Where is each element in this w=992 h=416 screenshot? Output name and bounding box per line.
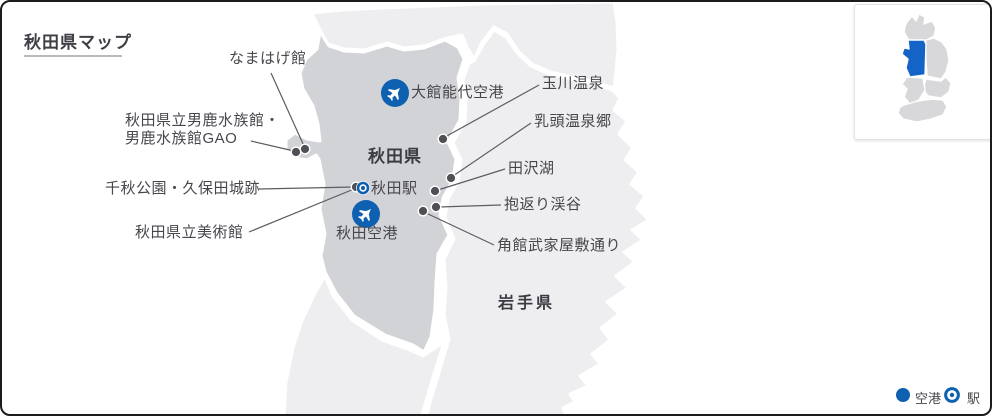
legend-station-icon <box>944 387 960 403</box>
poi-label-museum: 秋田県立美術館 <box>135 224 244 241</box>
connector-line <box>444 84 540 138</box>
poi-label-senshu: 千秋公園・久保田城跡 <box>105 180 261 197</box>
inset-locator-card <box>854 4 990 140</box>
odate-airport-label: 大館能代空港 <box>411 84 505 101</box>
poi-dot <box>445 172 457 184</box>
poi-dot <box>417 205 429 217</box>
akita-shape <box>284 30 466 354</box>
poi-label-aquarium-1: 秋田県立男鹿水族館・ <box>125 112 281 129</box>
connector-line <box>250 140 295 152</box>
connector-line <box>437 168 506 191</box>
legend-airport-icon <box>896 388 910 402</box>
poi-dot <box>430 201 442 213</box>
connector-line <box>270 72 305 147</box>
akita-airport-icon <box>352 200 380 228</box>
poi-dot <box>290 146 302 158</box>
inset-akita-highlight-shape <box>901 39 927 78</box>
inset-aomori-shape <box>903 13 937 43</box>
poi-dot <box>299 143 311 155</box>
poi-label-tamagawa: 玉川温泉 <box>542 75 605 92</box>
page-title: 秋田県マップ <box>24 33 132 52</box>
poi-label-dakigaeri: 抱返り渓谷 <box>504 196 582 213</box>
inset-tohoku-map <box>897 13 952 123</box>
inset-fukushima-shape <box>897 98 948 123</box>
odate-airport-icon <box>381 79 409 107</box>
poi-label-tazawa: 田沢湖 <box>508 160 555 177</box>
akita-station-label: 秋田駅 <box>371 180 418 197</box>
connector-line <box>248 188 355 233</box>
poi-label-nyuto: 乳頭温泉郷 <box>534 113 612 130</box>
akita-prefecture-label: 秋田県 <box>368 147 422 166</box>
connector-line <box>258 186 355 190</box>
poi-dot <box>429 185 441 197</box>
inset-iwate-shape <box>924 37 950 80</box>
title-underline <box>24 55 122 57</box>
aomori-shape <box>310 2 620 90</box>
legend-airport-label: 空港 <box>915 391 942 406</box>
akita-airport-label: 秋田空港 <box>336 225 399 242</box>
map-legend: 空港 駅 <box>2 387 986 406</box>
poi-label-kakunodate: 角館武家屋敷通り <box>497 237 622 254</box>
south-neighbor-shape <box>282 274 446 414</box>
iwate-shape <box>425 28 651 414</box>
connector-lines <box>248 72 540 246</box>
poi-dot <box>437 133 449 145</box>
connector-line <box>438 204 502 208</box>
poi-label-namahage: なまはげ館 <box>229 50 307 67</box>
legend-station-label: 駅 <box>967 391 981 406</box>
iwate-prefecture-label: 岩手県 <box>498 295 556 312</box>
inset-miyagi-shape <box>922 76 952 99</box>
station-marker-icon <box>356 181 370 195</box>
connector-line <box>452 122 532 177</box>
connector-line <box>425 212 495 246</box>
poi-label-aquarium-2: 男鹿水族館GAO <box>125 130 238 147</box>
